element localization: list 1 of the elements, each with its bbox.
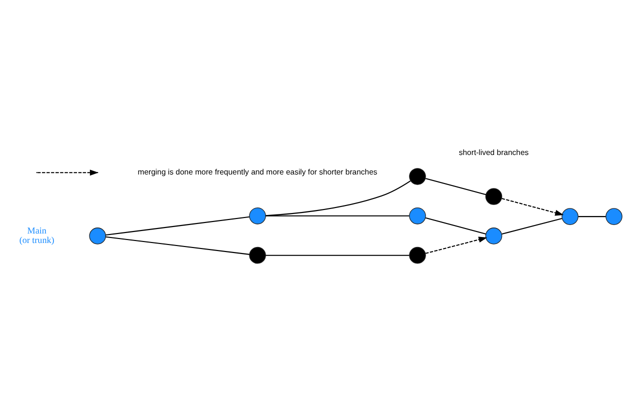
node-label: Main (or trunk) (19, 225, 54, 246)
